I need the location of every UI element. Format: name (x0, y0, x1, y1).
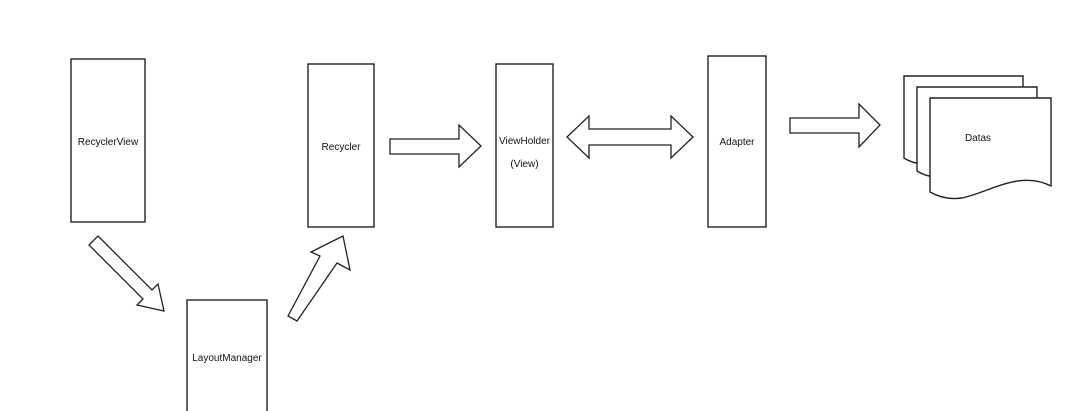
arrow-adapter-to-datas (789, 102, 881, 149)
node-recyclerview: RecyclerView (70, 58, 146, 223)
node-recyclerview-label: RecyclerView (78, 137, 139, 148)
node-datas-label: Datas (965, 133, 991, 144)
arrow-recycler-to-viewholder (389, 123, 482, 169)
datas-document-front (929, 97, 1052, 200)
node-viewholder-label: ViewHolder (499, 136, 551, 147)
node-layoutmanager: LayoutManager (186, 299, 268, 411)
arrow-recyclerview-to-layoutmanager (88, 235, 165, 312)
node-recycler-label: Recycler (322, 142, 362, 153)
node-viewholder-sublabel: (View) (510, 159, 538, 170)
node-adapter-label: Adapter (719, 137, 755, 148)
node-viewholder: ViewHolder (View) (495, 63, 554, 228)
node-layoutmanager-label: LayoutManager (192, 353, 262, 364)
node-recycler: Recycler (307, 63, 375, 228)
arrow-viewholder-adapter-bidirectional (566, 114, 694, 160)
node-datas: Datas (903, 75, 1052, 200)
arrow-layoutmanager-to-recycler (287, 235, 351, 322)
node-adapter: Adapter (707, 55, 767, 228)
